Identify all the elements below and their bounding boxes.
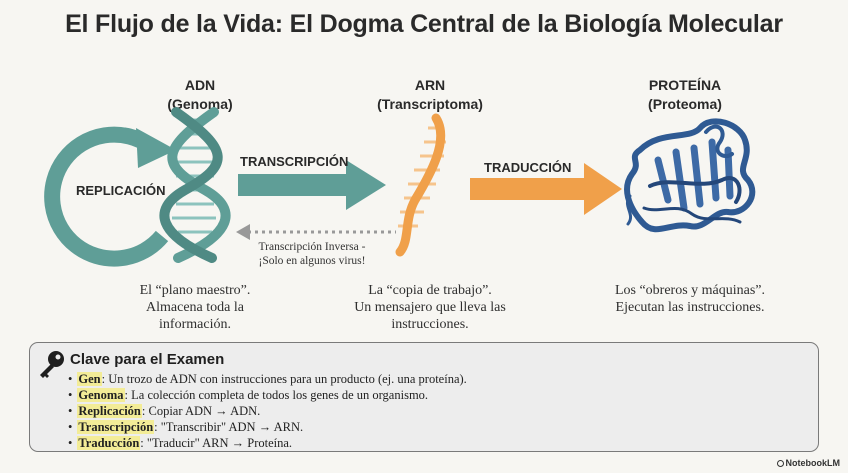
transcription-label: TRANSCRIPCIÓN — [240, 154, 349, 169]
diagram-title: El Flujo de la Vida: El Dogma Central de… — [65, 10, 783, 38]
list-item: Replicación: Copiar ADN → ADN. — [68, 403, 467, 419]
dna-description: El “plano maestro”. Almacena toda la inf… — [100, 282, 290, 333]
list-item: Gen: Un trozo de ADN con instrucciones p… — [68, 371, 467, 387]
replication-label: REPLICACIÓN — [76, 183, 166, 198]
exam-key-box: Clave para el Examen Gen: Un trozo de AD… — [29, 342, 819, 452]
rna-heading: ARN (Transcriptoma) — [355, 76, 505, 114]
definition: : "Transcribir" ADN → ARN. — [154, 420, 304, 434]
rna-description: La “copia de trabajo”. Un mensajero que … — [330, 282, 530, 333]
brand-label: NotebookLM — [785, 458, 841, 468]
term: Transcripción — [77, 420, 155, 434]
reverse-transcription-line1: Transcripción Inversa - — [258, 241, 366, 253]
reverse-transcription-line2: ¡Solo en algunos virus! — [258, 255, 366, 267]
dna-desc-line: información. — [159, 317, 231, 332]
definition: : La colección completa de todos los gen… — [124, 388, 429, 402]
replication-cycle-arrow — [44, 126, 176, 267]
list-item: Genoma: La colección completa de todos l… — [68, 387, 467, 403]
definition: : "Traducir" ARN → Proteína. — [140, 436, 293, 450]
rna-desc-line: La “copia de trabajo”. — [368, 283, 492, 298]
term: Traducción — [77, 436, 141, 450]
exam-key-list: Gen: Un trozo de ADN con instrucciones p… — [68, 371, 467, 451]
rna-strand-icon — [395, 113, 446, 257]
protein-heading: PROTEÍNA (Proteoma) — [610, 76, 760, 114]
definition: : Copiar ADN → ADN. — [141, 404, 261, 418]
protein-desc-line: Ejecutan las instrucciones. — [615, 300, 765, 315]
rna-desc-line: Un mensajero que lleva las — [354, 300, 506, 315]
protein-name: PROTEÍNA — [648, 77, 722, 93]
protein-desc-line: Los “obreros y máquinas”. — [614, 283, 766, 298]
key-icon — [40, 351, 64, 378]
term: Genoma — [77, 388, 125, 402]
term: Replicación — [77, 404, 142, 418]
definition: : Un trozo de ADN con instrucciones para… — [101, 372, 467, 386]
rna-subtitle: (Transcriptoma) — [377, 96, 483, 112]
dna-helix-icon — [159, 107, 231, 263]
protein-subtitle: (Proteoma) — [648, 96, 722, 112]
rna-desc-line: instrucciones. — [391, 317, 469, 332]
translation-arrow — [470, 163, 622, 215]
list-item: Transcripción: "Transcribir" ADN → ARN. — [68, 419, 467, 435]
translation-label: TRADUCCIÓN — [484, 160, 572, 175]
notebooklm-watermark: NotebookLM — [776, 458, 841, 468]
notebooklm-logo-icon — [776, 460, 784, 467]
reverse-transcription-arrow — [236, 224, 396, 240]
reverse-transcription-label: Transcripción Inversa - ¡Solo en algunos… — [242, 240, 382, 268]
transcription-arrow — [238, 160, 386, 210]
protein-description: Los “obreros y máquinas”. Ejecutan las i… — [590, 282, 790, 316]
rna-name: ARN — [414, 77, 446, 93]
term: Gen — [77, 372, 102, 386]
dna-name: ADN — [184, 77, 216, 93]
protein-structure-icon — [624, 118, 756, 233]
dna-desc-line: El “plano maestro”. — [139, 283, 251, 298]
exam-key-title: Clave para el Examen — [70, 351, 225, 368]
list-item: Traducción: "Traducir" ARN → Proteína. — [68, 435, 467, 451]
dna-desc-line: Almacena toda la — [146, 300, 244, 315]
